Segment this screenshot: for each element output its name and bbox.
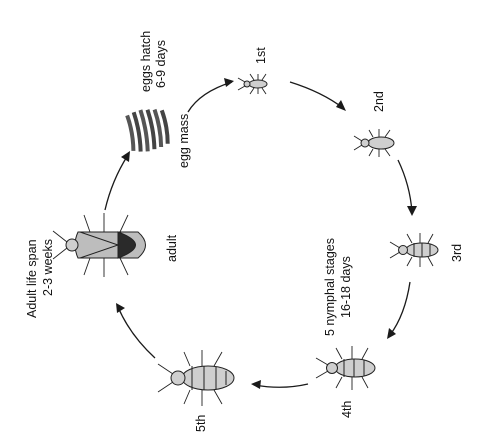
- arrow-head: [387, 328, 396, 339]
- arrow-head: [116, 303, 125, 313]
- arrow-head: [251, 380, 261, 389]
- eggs-hatch-label-line1: eggs hatch: [139, 31, 153, 92]
- eggs-hatch-label-line2: 6-9 days: [154, 40, 168, 88]
- arrow-head: [224, 78, 234, 87]
- arrow-5th-to-adult: [117, 306, 156, 359]
- egg-mass-label: egg mass: [177, 114, 191, 168]
- arrow-head: [336, 100, 346, 111]
- stage-5th-label: 5th: [194, 415, 208, 432]
- arrow-head: [407, 206, 417, 216]
- labels: eggs hatch 6-9 days egg mass 1st 2nd 3rd…: [25, 31, 464, 432]
- arrow-3rd-to-4th: [389, 281, 411, 336]
- nymphal-stages-label-line1: 5 nymphal stages: [323, 238, 337, 336]
- adult-bug-icon: [52, 213, 146, 277]
- stage-1st-label: 1st: [254, 47, 268, 64]
- arrow-4th-to-5th: [254, 383, 309, 388]
- arrow-adult-to-egg: [104, 154, 129, 211]
- stage-4th-label: 4th: [340, 401, 354, 418]
- arrow-2nd-to-3rd: [397, 159, 413, 213]
- arrow-head: [121, 151, 130, 162]
- cycle-arrows: [104, 78, 417, 389]
- nymph-5th-icon: [157, 350, 235, 406]
- adult-life-span-label-line2: 2-3 weeks: [41, 239, 55, 296]
- adult-life-span-label-line1: Adult life span: [25, 239, 39, 318]
- arrow-egg-to-1st: [187, 81, 233, 113]
- nymph-3rd-icon: [389, 233, 439, 267]
- nymph-4th-icon: [315, 346, 376, 390]
- arrow-1st-to-2nd: [289, 81, 344, 109]
- nymphal-stages-label-line2: 16-18 days: [339, 256, 353, 318]
- nymph-2nd-icon: [353, 129, 395, 157]
- stage-3rd-label: 3rd: [450, 244, 464, 262]
- egg-mass-icon: [125, 108, 170, 152]
- stage-2nd-label: 2nd: [372, 91, 386, 112]
- adult-label: adult: [165, 234, 179, 262]
- nymph-1st-icon: [237, 73, 268, 95]
